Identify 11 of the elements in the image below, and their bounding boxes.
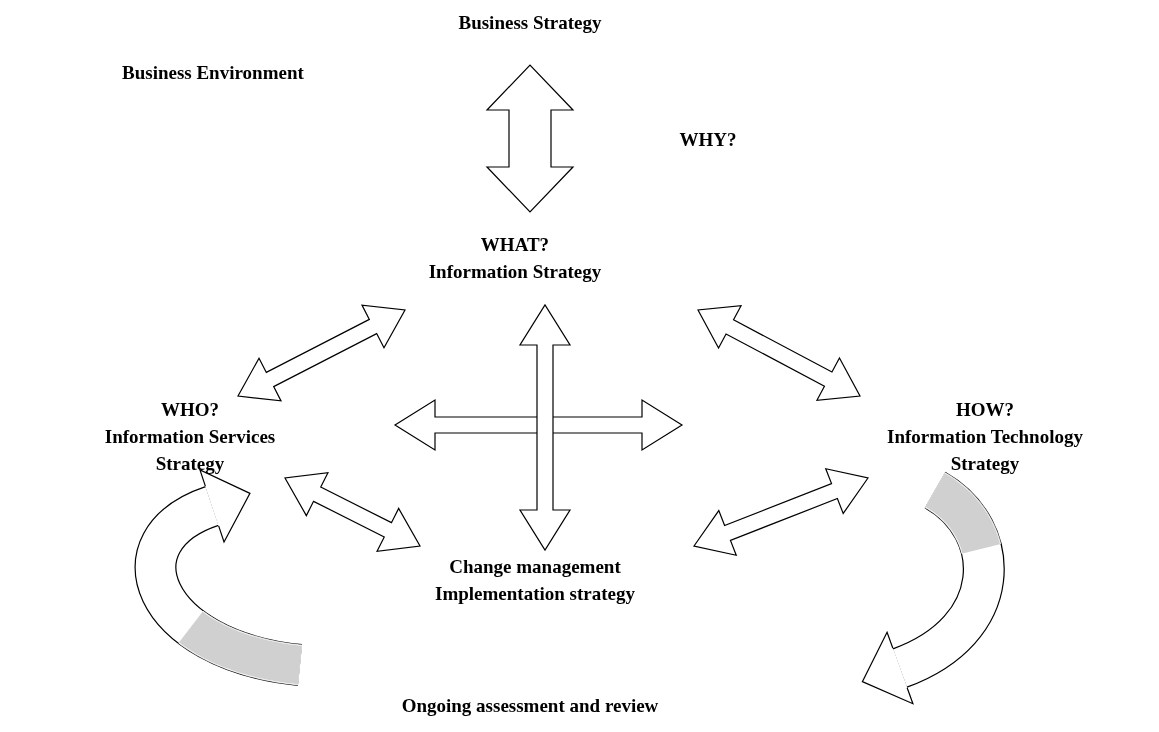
- strategy-label: Information Services Strategy: [103, 425, 277, 476]
- strategy-label: Information Technology Strategy: [886, 425, 1084, 476]
- annotation-text: Business Environment: [122, 61, 304, 85]
- strategy-label: Information Strategy: [427, 260, 603, 284]
- question-heading: WHAT?: [479, 233, 551, 257]
- strategy-label: Change management Implementation strategy: [434, 555, 636, 606]
- question-heading: WHO?: [159, 398, 221, 422]
- annotation-text: WHY?: [679, 128, 737, 152]
- strategy-label: Business Strategy: [457, 11, 603, 35]
- annotation-text: Ongoing assessment and review: [401, 694, 659, 718]
- question-heading: HOW?: [954, 398, 1016, 422]
